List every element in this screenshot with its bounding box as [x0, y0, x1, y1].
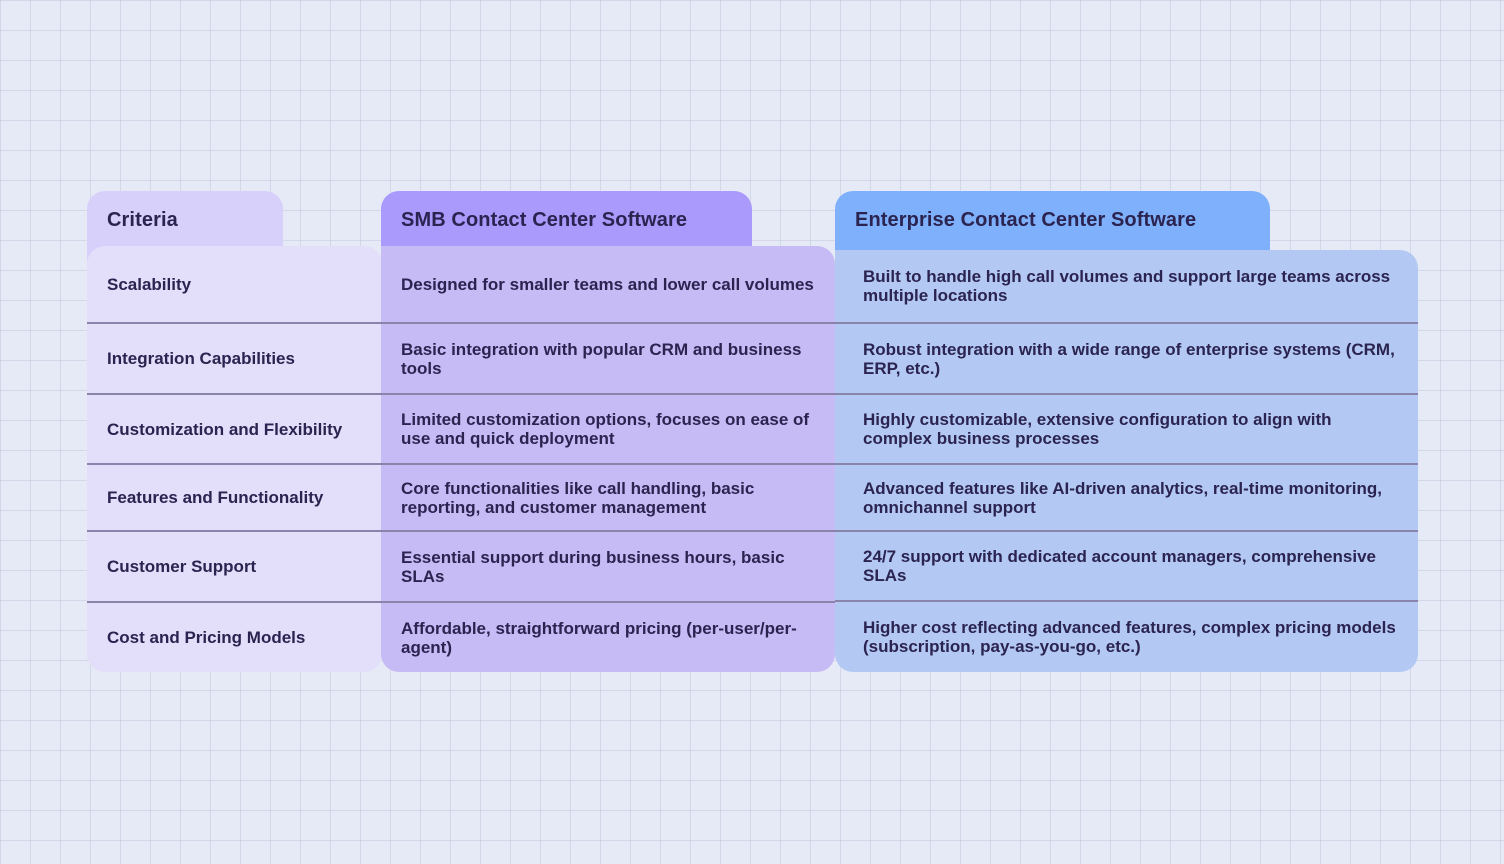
enterprise-cell: Robust integration with a wide range of …	[863, 339, 1395, 378]
table-row: Cost and Pricing Models	[87, 601, 382, 672]
smb-column-body: Designed for smaller teams and lower cal…	[381, 246, 835, 672]
table-row: Built to handle high call volumes and su…	[835, 250, 1418, 322]
table-row: Customization and Flexibility	[87, 393, 382, 463]
enterprise-cell: 24/7 support with dedicated account mana…	[863, 547, 1376, 585]
enterprise-header: Enterprise Contact Center Software	[835, 191, 1270, 261]
enterprise-cell: Advanced features like AI-driven analyti…	[863, 478, 1382, 517]
table-row: Features and Functionality	[87, 463, 382, 530]
table-row: Designed for smaller teams and lower cal…	[381, 246, 835, 322]
table-row: 24/7 support with dedicated account mana…	[835, 530, 1418, 600]
smb-cell: Essential support during business hours,…	[401, 547, 785, 586]
enterprise-column-body: Built to handle high call volumes and su…	[835, 250, 1418, 672]
table-row: Advanced features like AI-driven analyti…	[835, 463, 1418, 530]
smb-cell: Designed for smaller teams and lower cal…	[401, 274, 814, 294]
table-row: Affordable, straightforward pricing (per…	[381, 601, 835, 672]
table-row: Customer Support	[87, 530, 382, 601]
table-row: Limited customization options, focuses o…	[381, 393, 835, 463]
table-row: Highly customizable, extensive configura…	[835, 393, 1418, 463]
criterion-cell: Features and Functionality	[107, 488, 324, 507]
enterprise-cell: Highly customizable, extensive configura…	[863, 410, 1332, 448]
table-row: Robust integration with a wide range of …	[835, 322, 1418, 393]
enterprise-header-label: Enterprise Contact Center Software	[855, 209, 1197, 231]
smb-cell: Core functionalities like call handling,…	[401, 478, 755, 517]
smb-header-label: SMB Contact Center Software	[401, 209, 688, 231]
table-row: Core functionalities like call handling,…	[381, 463, 835, 530]
criterion-cell: Cost and Pricing Models	[107, 628, 306, 647]
table-row: Higher cost reflecting advanced features…	[835, 600, 1418, 672]
criterion-cell: Integration Capabilities	[107, 349, 295, 368]
smb-cell: Limited customization options, focuses o…	[401, 410, 810, 448]
criteria-header-label: Criteria	[107, 209, 178, 231]
criterion-cell: Scalability	[107, 274, 192, 294]
enterprise-cell: Higher cost reflecting advanced features…	[863, 618, 1396, 656]
criterion-cell: Customer Support	[107, 557, 257, 576]
table-row: Essential support during business hours,…	[381, 530, 835, 601]
criteria-column-body: Scalability Integration Capabilities Cus…	[87, 246, 382, 672]
table-row: Scalability	[87, 246, 382, 322]
table-row: Basic integration with popular CRM and b…	[381, 322, 835, 393]
enterprise-cell: Built to handle high call volumes and su…	[863, 267, 1391, 305]
smb-cell: Basic integration with popular CRM and b…	[401, 339, 802, 378]
table-row: Integration Capabilities	[87, 322, 382, 393]
smb-cell: Affordable, straightforward pricing (per…	[401, 618, 797, 657]
criterion-cell: Customization and Flexibility	[107, 419, 343, 439]
